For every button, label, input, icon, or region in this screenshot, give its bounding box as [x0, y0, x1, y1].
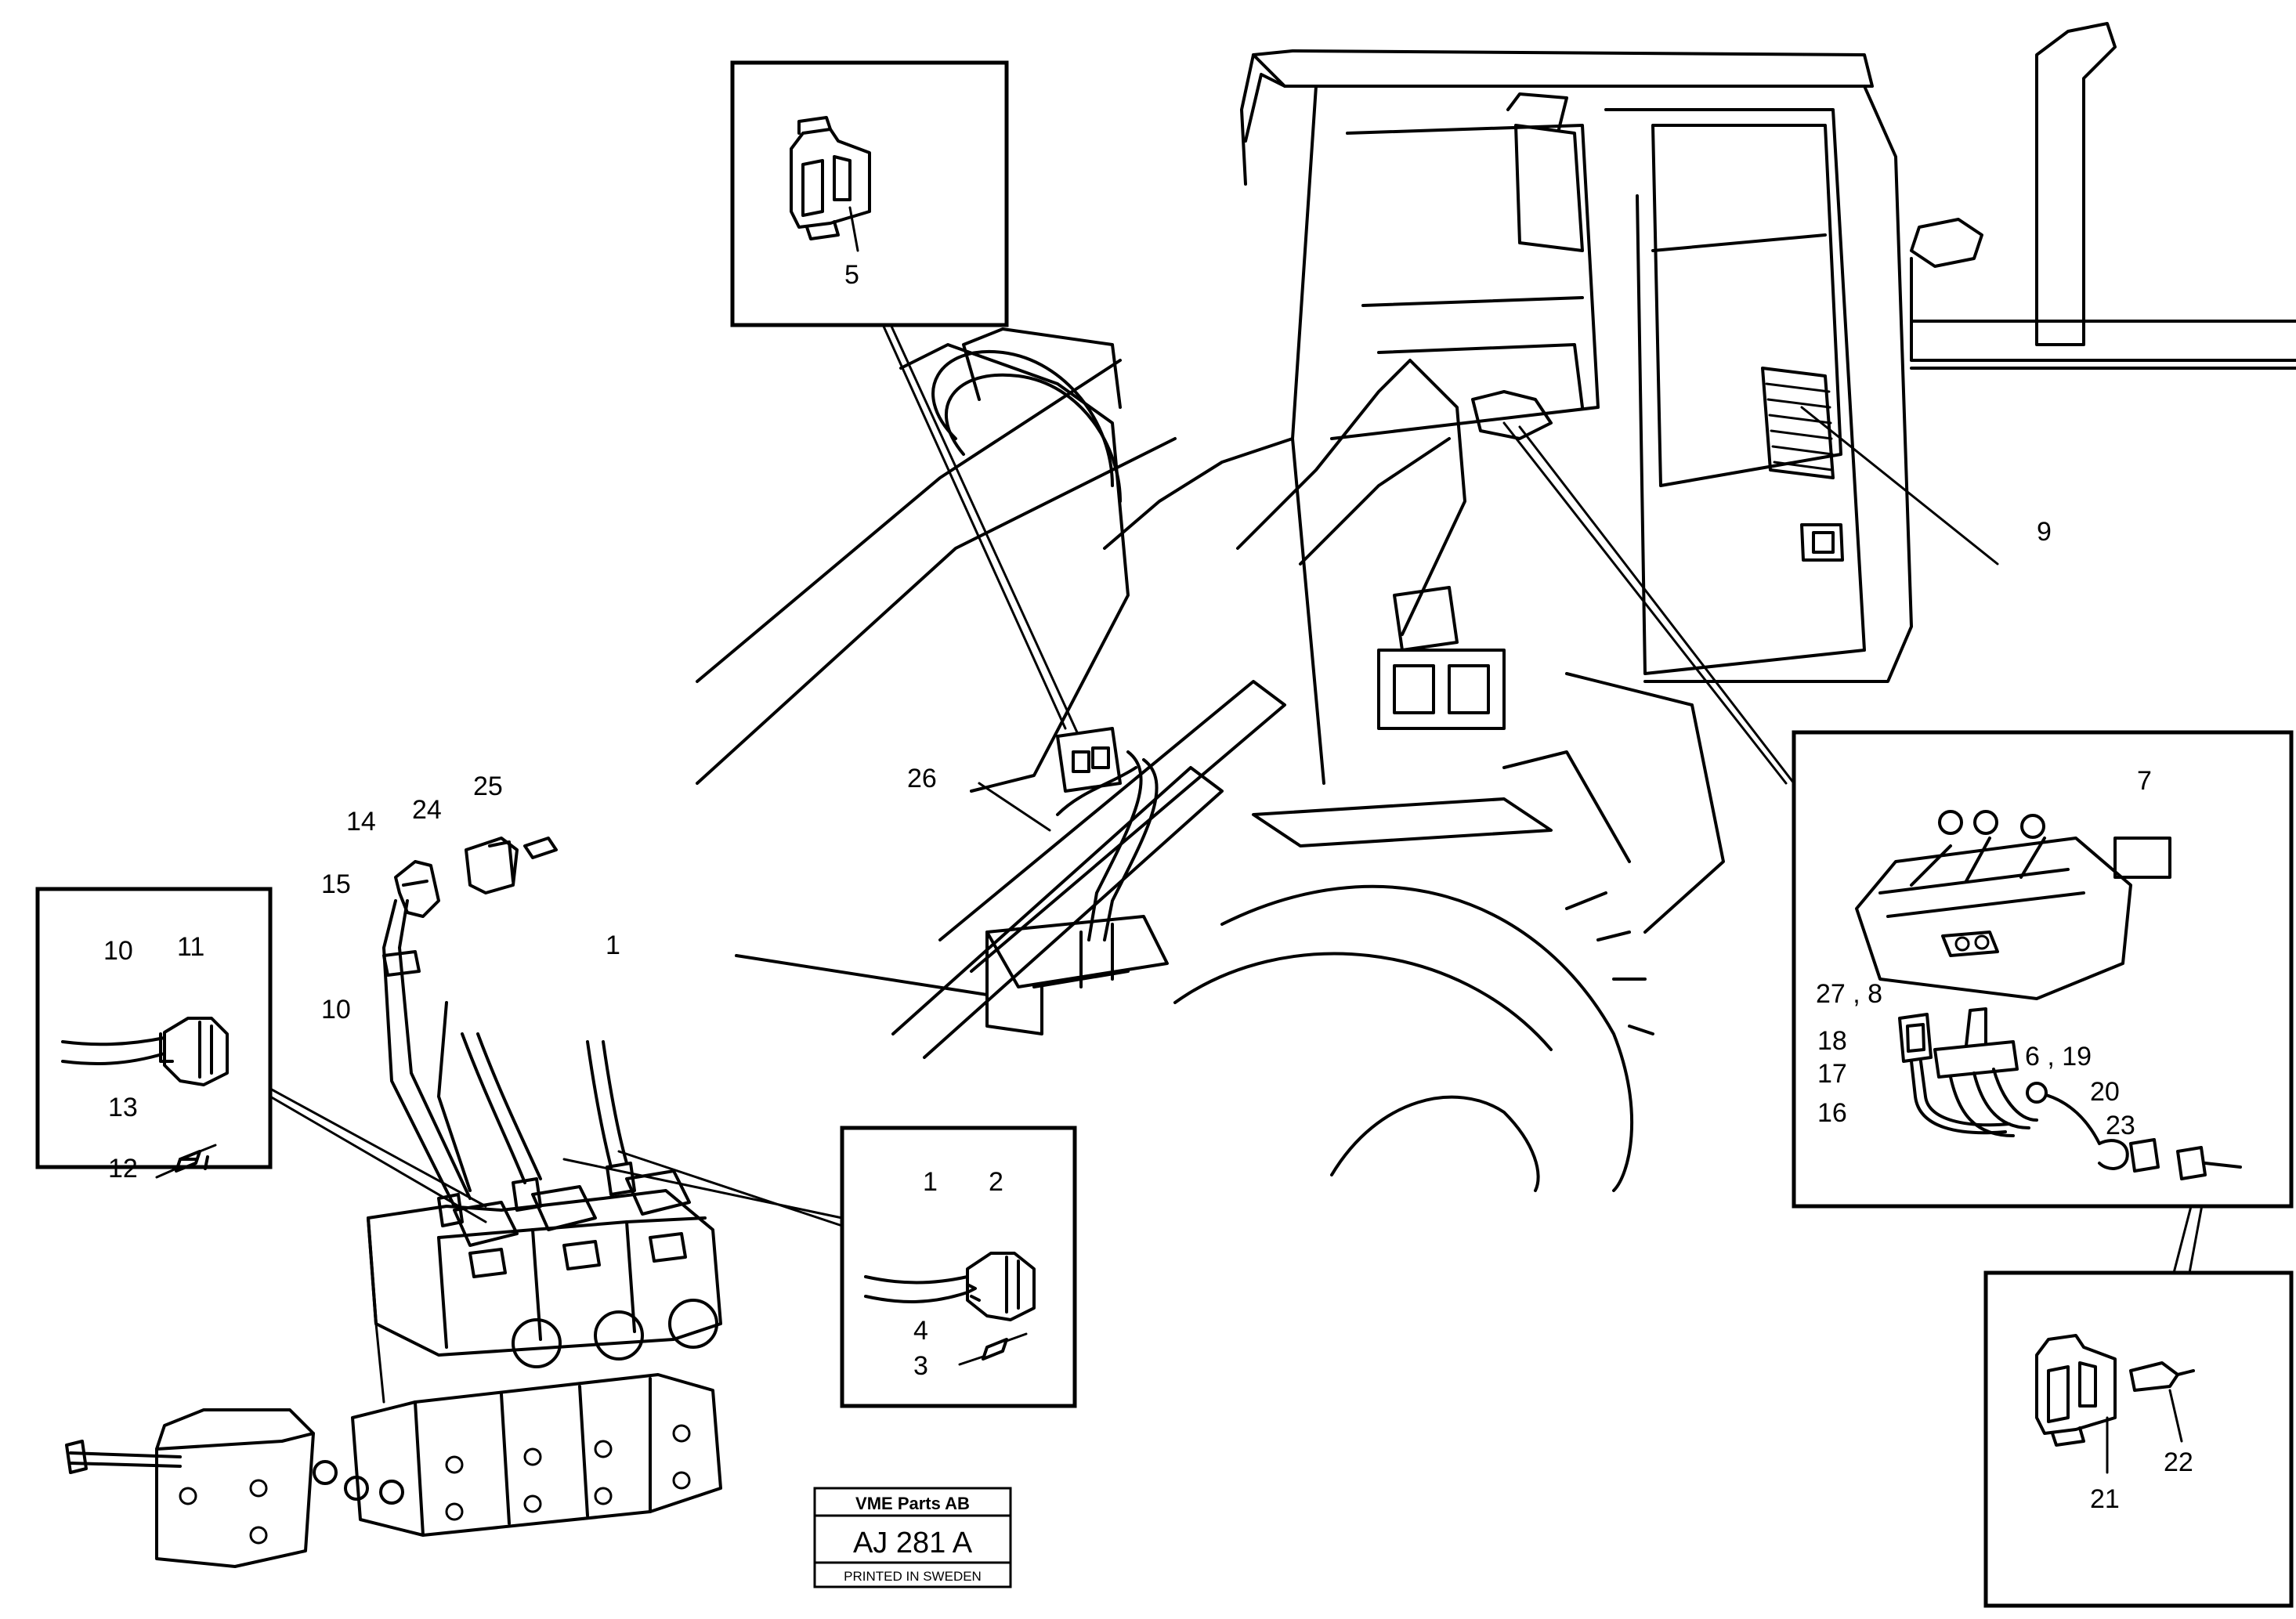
- callout-6-19: 6 , 19: [2025, 1042, 2092, 1072]
- callout-16: 16: [1817, 1098, 1847, 1128]
- leader-lines: [269, 320, 2211, 1274]
- callout-21: 21: [2090, 1484, 2120, 1514]
- callout-17: 17: [1817, 1059, 1847, 1089]
- loose-connectors: [382, 837, 691, 1247]
- wheel-loader-drawing: [696, 22, 2296, 1192]
- callout-24: 24: [412, 795, 442, 825]
- detail-box-cab-controls: [1792, 730, 2294, 1209]
- stamp-code: AJ 281 A: [853, 1527, 973, 1559]
- callout-12: 12: [108, 1154, 138, 1184]
- callout-1-top: 1: [606, 931, 620, 960]
- callout-10: 10: [321, 995, 351, 1025]
- callout-13: 13: [108, 1093, 138, 1122]
- document-stamp: VME Parts AB AJ 281 A PRINTED IN SWEDEN: [813, 1487, 1012, 1588]
- callout-26: 26: [907, 764, 937, 793]
- callout-11: 11: [177, 932, 204, 962]
- stamp-company: VME Parts AB: [855, 1494, 970, 1513]
- stamp-printed: PRINTED IN SWEDEN: [844, 1569, 982, 1584]
- callout-18: 18: [1817, 1026, 1847, 1056]
- callout-9: 9: [2037, 517, 2052, 547]
- callout-23: 23: [2106, 1111, 2135, 1140]
- callout-27-8: 27 , 8: [1816, 979, 1882, 1009]
- callout-7: 7: [2137, 766, 2152, 796]
- callout-25: 25: [473, 772, 503, 801]
- callout-labels: 5 9 7 27 , 8 18 17 16 6 , 19 20 23 21 22…: [103, 260, 2193, 1514]
- detail-box-21-22: [1983, 1270, 2294, 1608]
- valve-stack: [65, 1189, 722, 1568]
- callout-3: 3: [913, 1351, 928, 1381]
- detail-box-1-2: [840, 1126, 1077, 1408]
- callout-14: 14: [346, 807, 376, 837]
- callout-22: 22: [2164, 1447, 2193, 1477]
- callout-4: 4: [913, 1316, 928, 1346]
- callout-1-box: 1: [923, 1167, 938, 1197]
- callout-2: 2: [989, 1167, 1003, 1197]
- callout-5: 5: [844, 260, 859, 290]
- detail-box-10-11: [35, 887, 273, 1179]
- detail-box-5: [730, 60, 1009, 327]
- callout-15: 15: [321, 869, 351, 899]
- callout-10-box: 10: [103, 936, 133, 966]
- callout-20: 20: [2090, 1077, 2120, 1107]
